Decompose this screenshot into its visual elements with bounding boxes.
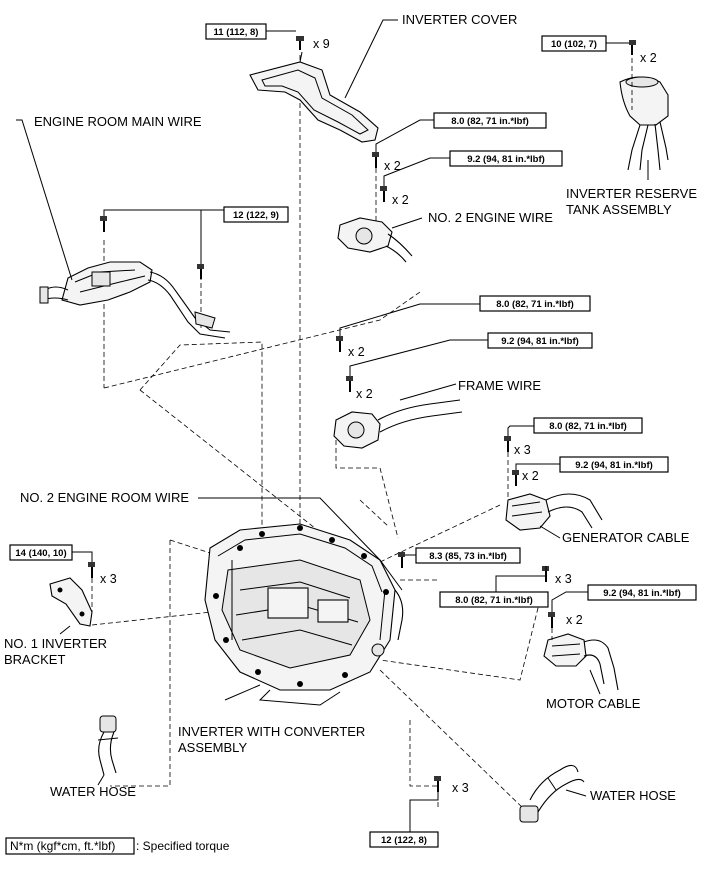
qty-cover: x 9	[313, 37, 330, 51]
label-no2-engine-room-wire: NO. 2 ENGINE ROOM WIRE	[20, 490, 189, 505]
torque-gen-cable-b: 9.2 (94, 81 in.*lbf)	[575, 460, 653, 471]
label-motor-cable: MOTOR CABLE	[546, 696, 641, 711]
label-water-hose-left: WATER HOSE	[50, 784, 136, 799]
no2-engine-wire-part	[337, 217, 413, 263]
qty-engine-wire-a: x 2	[384, 159, 401, 173]
bolt-icon-bottom	[434, 776, 441, 792]
torque-frame-wire-a: 8.0 (82, 71 in.*lbf)	[496, 299, 574, 310]
label-inverter-with-converter-1: INVERTER WITH CONVERTER	[178, 724, 365, 739]
torque-motor-cable-b: 9.2 (94, 81 in.*lbf)	[603, 588, 681, 599]
torque-main-wire: 12 (122, 9)	[233, 210, 279, 221]
torque-box-frame-wire-b	[487, 332, 593, 349]
label-inverter-cover: INVERTER COVER	[402, 12, 517, 27]
torque-box-motor-cable-b	[587, 584, 697, 601]
label-inverter-with-converter-2: ASSEMBLY	[178, 740, 247, 755]
generator-cable-part	[505, 493, 603, 531]
torque-bottom: 12 (122, 8)	[381, 835, 427, 846]
label-generator-cable: GENERATOR CABLE	[562, 530, 690, 545]
inverter-assembly-part	[204, 523, 404, 706]
torque-box-inverter-bolt	[415, 547, 521, 564]
torque-cover: 11 (112, 8)	[214, 27, 259, 38]
qty-motor-cable-a: x 3	[555, 572, 572, 586]
qty-bottom: x 3	[452, 781, 469, 795]
label-engine-room-main-wire: ENGINE ROOM MAIN WIRE	[34, 114, 202, 129]
bolt-icon-gen-cable-b	[512, 470, 519, 486]
torque-box-bottom	[369, 831, 439, 848]
inverter-cover-part	[249, 51, 379, 143]
bolt-icon-bracket	[88, 562, 95, 578]
torque-bracket: 14 (140, 10)	[15, 548, 66, 559]
legend-box-text: N*m (kgf*cm, ft.*lbf)	[10, 839, 115, 853]
bolt-icon-engine-wire-b	[380, 186, 387, 202]
label-reserve-tank-1: INVERTER RESERVE	[566, 186, 697, 201]
torque-box-gen-cable-a	[533, 417, 643, 434]
torque-motor-cable-a: 8.0 (82, 71 in.*lbf)	[455, 595, 533, 606]
label-no1-inverter-bracket-2: BRACKET	[4, 652, 65, 667]
torque-box-gen-cable-b	[559, 456, 669, 473]
torque-legend: N*m (kgf*cm, ft.*lbf) : Specified torque	[5, 837, 230, 855]
torque-engine-wire-a: 8.0 (82, 71 in.*lbf)	[451, 116, 529, 127]
qty-gen-cable-a: x 3	[514, 443, 531, 457]
torque-box-main-wire	[223, 206, 289, 223]
inverter-bracket-part	[49, 577, 93, 627]
torque-tank: 10 (102, 7)	[551, 39, 597, 50]
label-frame-wire: FRAME WIRE	[458, 378, 541, 393]
reserve-tank-part	[619, 76, 669, 171]
bolt-icon-motor-cable-b	[548, 612, 555, 628]
torque-box-engine-wire-a	[433, 112, 547, 129]
engine-room-main-wire-part	[39, 261, 231, 339]
torque-box-frame-wire-a	[479, 295, 591, 312]
label-water-hose-right: WATER HOSE	[590, 788, 676, 803]
label-reserve-tank-2: TANK ASSEMBLY	[566, 202, 672, 217]
qty-bracket: x 3	[100, 572, 117, 586]
bolt-icon-gen-cable-a	[504, 436, 511, 452]
qty-tank: x 2	[640, 51, 657, 65]
label-no1-inverter-bracket-1: NO. 1 INVERTER	[4, 636, 107, 651]
torque-box-motor-cable-a	[439, 591, 549, 608]
torque-engine-wire-b: 9.2 (94, 81 in.*lbf)	[467, 154, 545, 165]
water-hose-right-part	[519, 764, 585, 823]
label-no2-engine-wire: NO. 2 ENGINE WIRE	[428, 210, 553, 225]
torque-frame-wire-b: 9.2 (94, 81 in.*lbf)	[501, 336, 579, 347]
qty-gen-cable-b: x 2	[522, 469, 539, 483]
qty-motor-cable-b: x 2	[566, 613, 583, 627]
torque-inverter-bolt: 8.3 (85, 73 in.*lbf)	[429, 551, 507, 562]
qty-engine-wire-b: x 2	[392, 193, 409, 207]
alignment-lines	[91, 55, 541, 811]
legend-description: : Specified torque	[136, 839, 230, 853]
bolt-icon-main-wire-b	[197, 264, 204, 279]
torque-box-engine-wire-b	[449, 150, 563, 167]
motor-cable-part	[543, 633, 619, 691]
bolt-icon-cover	[296, 36, 304, 50]
bolt-icon-inverter	[398, 552, 405, 568]
bolt-icon-frame-wire-a	[336, 336, 343, 352]
bolt-icon-tank	[629, 40, 636, 55]
bolt-icon-frame-wire-b	[346, 376, 353, 392]
torque-gen-cable-a: 8.0 (82, 71 in.*lbf)	[549, 421, 627, 432]
bolt-icon-main-wire-a	[100, 216, 107, 232]
bolt-icon-engine-wire-a	[372, 152, 379, 168]
qty-frame-wire-a: x 2	[348, 345, 365, 359]
water-hose-left-part	[97, 715, 119, 776]
frame-wire-part	[333, 399, 463, 449]
qty-frame-wire-b: x 2	[356, 387, 373, 401]
